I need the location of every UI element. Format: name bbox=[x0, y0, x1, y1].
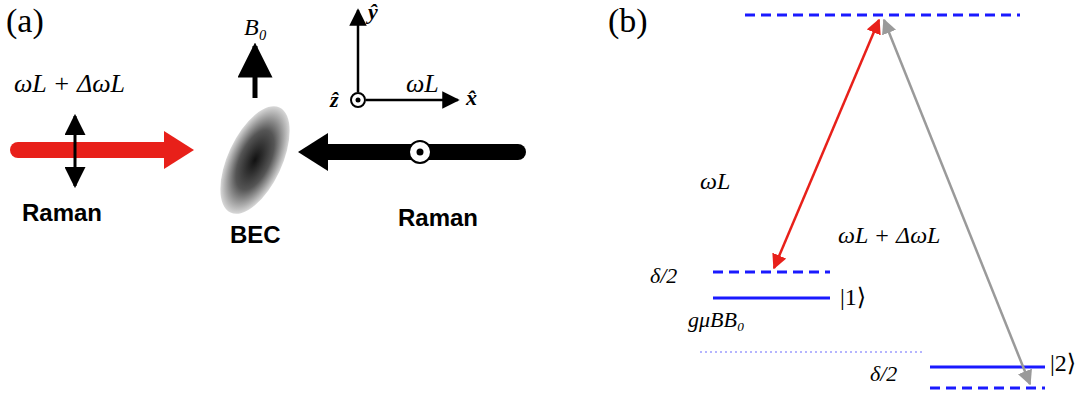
axes bbox=[351, 10, 458, 107]
panel-label: (a) bbox=[6, 2, 44, 39]
state-label: |1⟩ bbox=[840, 284, 866, 310]
zeeman-label: gμBB₀ bbox=[688, 308, 745, 332]
bec-cloud bbox=[206, 96, 304, 224]
beam-label: Raman bbox=[398, 205, 478, 231]
transition-arrow bbox=[884, 20, 1030, 384]
frequency-label: ωL bbox=[406, 70, 439, 99]
frequency-label: ωL + ΔωL bbox=[14, 70, 125, 99]
raman-beam-left bbox=[18, 131, 194, 169]
axis-label: ẑ bbox=[330, 88, 339, 112]
detuning-label: δ/2 bbox=[870, 362, 897, 386]
sample-label: BEC bbox=[230, 222, 281, 248]
frequency-label: ωL + ΔωL bbox=[838, 222, 940, 248]
detuning-label: δ/2 bbox=[650, 264, 677, 288]
polarization-arrow bbox=[74, 116, 77, 186]
raman-beam-right bbox=[298, 133, 518, 171]
state-label: |2⟩ bbox=[1050, 350, 1076, 376]
beam-label: Raman bbox=[22, 200, 102, 226]
axis-label: x̂ bbox=[466, 86, 477, 110]
energy-levels bbox=[700, 15, 1045, 388]
panel-label: (b) bbox=[608, 2, 648, 39]
frequency-label: ωL bbox=[700, 168, 730, 194]
field-label: B₀ bbox=[244, 14, 267, 40]
field-arrow bbox=[253, 46, 258, 98]
axis-label: ŷ bbox=[368, 0, 378, 24]
